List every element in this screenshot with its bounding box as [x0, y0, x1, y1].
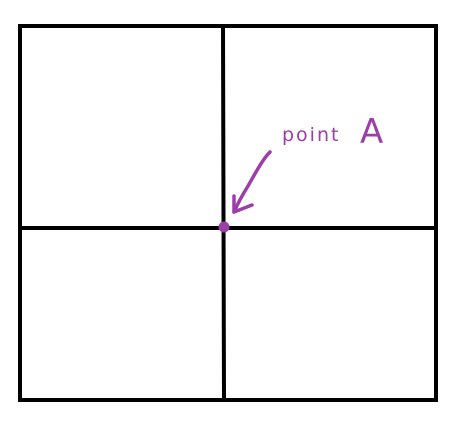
arrow-shaft: [232, 150, 272, 214]
point-label-letter: A: [360, 112, 383, 152]
outer-square: [18, 24, 438, 402]
arrow-head: [232, 194, 254, 214]
vertical-divider: [220, 23, 227, 403]
point-a-dot: [218, 221, 230, 233]
point-label-word: point: [282, 124, 340, 146]
